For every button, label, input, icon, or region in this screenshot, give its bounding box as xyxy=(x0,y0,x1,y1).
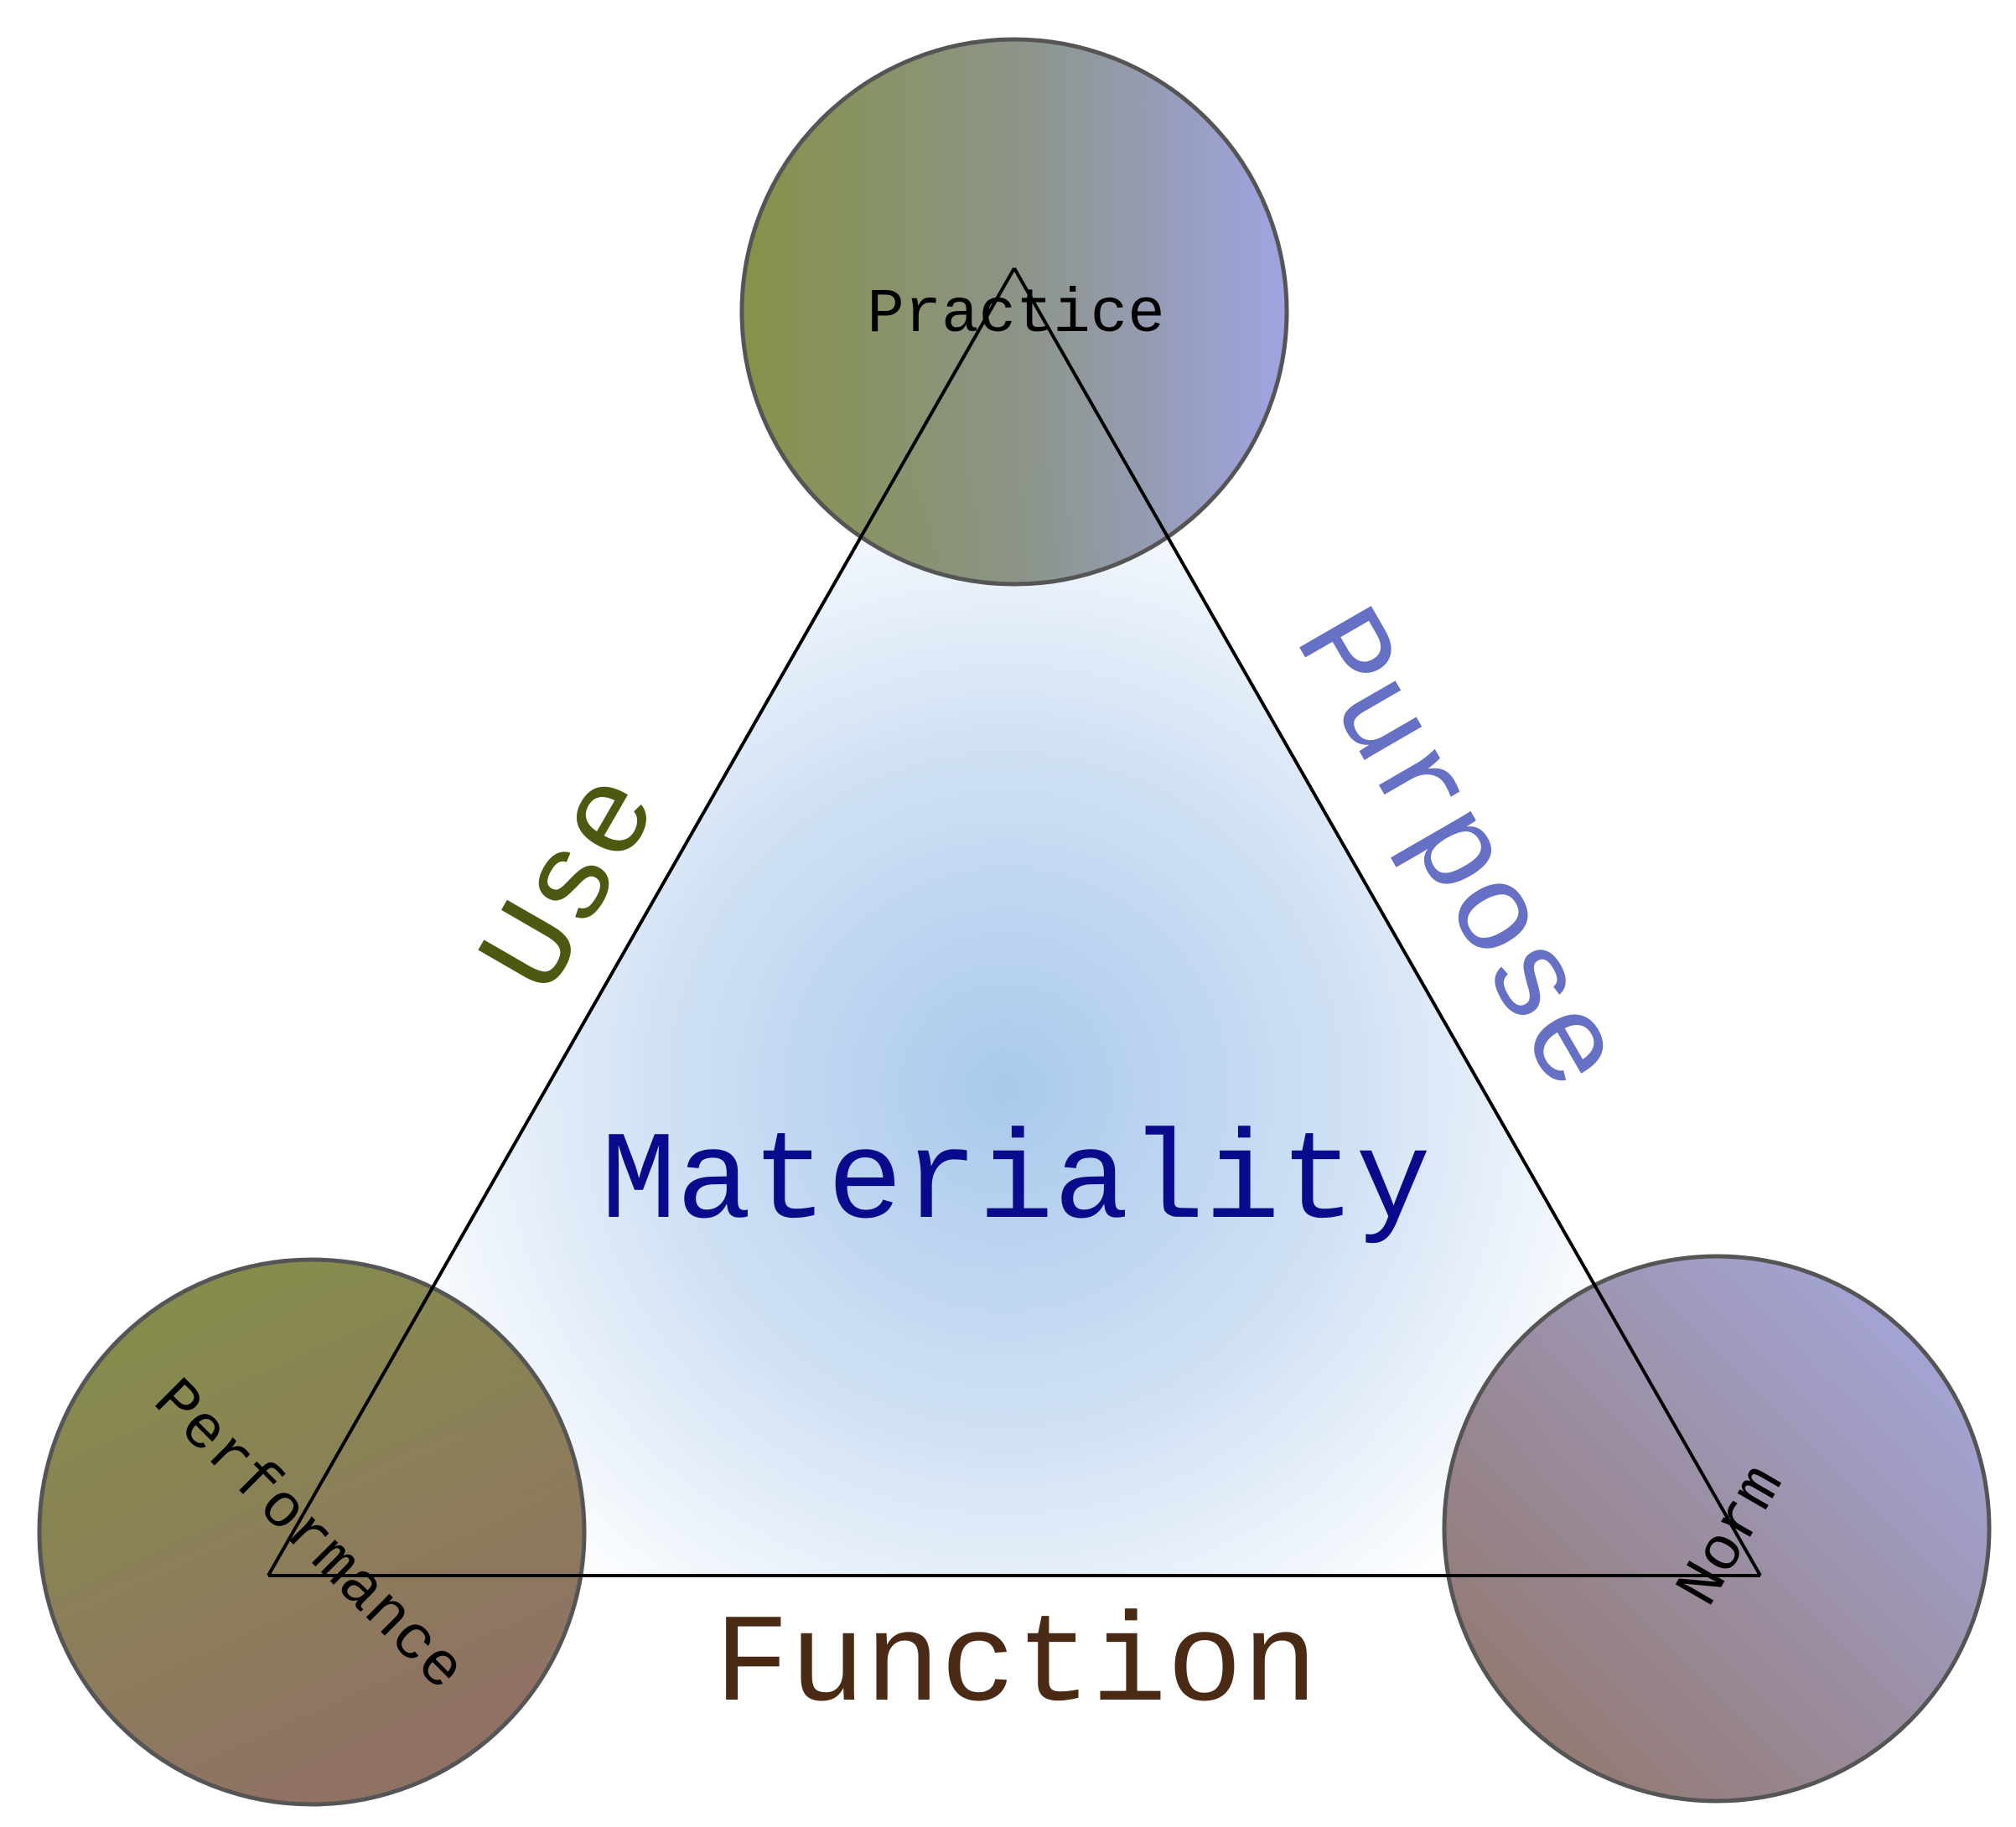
edge-function-label: Function xyxy=(714,1596,1318,1738)
node-performance-circle xyxy=(37,1257,587,1807)
center-materiality-label: Materiality xyxy=(601,1113,1431,1255)
edge-purpose-line xyxy=(1013,267,1762,1576)
node-practice-label: Practice xyxy=(867,280,1164,350)
materiality-triangle-fill xyxy=(268,268,1760,1576)
edge-use-line xyxy=(267,267,1016,1576)
node-practice-circle xyxy=(739,37,1289,587)
node-norm-circle xyxy=(1442,1254,1992,1804)
